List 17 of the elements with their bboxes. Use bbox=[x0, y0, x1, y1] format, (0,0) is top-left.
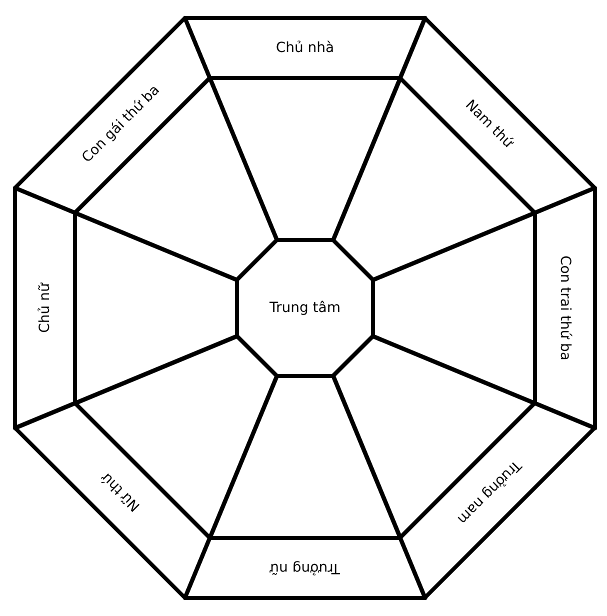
band-segment bbox=[182, 536, 428, 600]
sector-trapezoid bbox=[73, 76, 279, 282]
band-segment bbox=[13, 401, 212, 600]
segment-label: Chủ nhà bbox=[276, 40, 334, 56]
segment-label: Trưởng nữ bbox=[270, 560, 340, 576]
segment-label: Nữ thứ bbox=[98, 470, 144, 514]
sector-trapezoid bbox=[73, 334, 279, 540]
sector-trapezoid bbox=[331, 334, 537, 540]
band-segment bbox=[533, 186, 597, 430]
sector-trapezoid bbox=[208, 374, 402, 540]
segment-label: Con gái thứ ba bbox=[79, 82, 164, 166]
band-segment bbox=[13, 16, 212, 215]
segment-label: Con trai thứ ba bbox=[557, 256, 573, 360]
sector-trapezoid bbox=[331, 76, 537, 282]
center-label: Trung tâm bbox=[269, 300, 341, 316]
segment-label: Chủ nữ bbox=[37, 283, 53, 333]
band-segment bbox=[398, 401, 597, 600]
